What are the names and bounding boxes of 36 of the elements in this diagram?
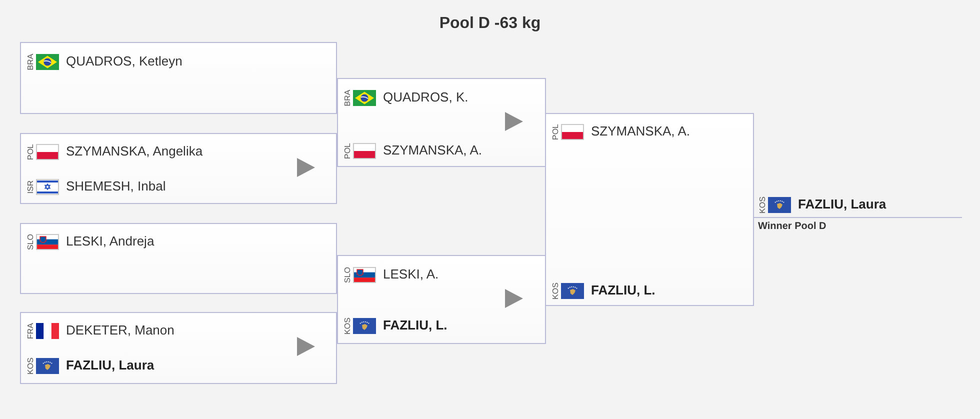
athlete-name: DEKETER, Manon	[66, 324, 174, 338]
match-box	[20, 133, 337, 204]
athlete-name: FAZLIU, Laura	[66, 358, 154, 374]
country-code: BRA	[344, 90, 352, 106]
country-code: POL	[27, 144, 35, 160]
country-code: KOS	[344, 318, 352, 334]
winner-caption: Winner Pool D	[758, 221, 826, 233]
athlete-name: FAZLIU, L.	[383, 318, 448, 334]
country-code: POL	[552, 124, 560, 140]
athlete-name: QUADROS, K.	[383, 90, 468, 106]
athlete-name: SZYMANSKA, A.	[383, 144, 482, 158]
match-box	[545, 113, 754, 306]
match-box	[20, 312, 337, 384]
country-code: ISR	[27, 180, 35, 194]
athlete-name: SZYMANSKA, A.	[591, 124, 690, 140]
athlete-name: QUADROS, Ketleyn	[66, 54, 182, 70]
country-code: POL	[344, 143, 352, 159]
country-code: SLO	[344, 267, 352, 283]
country-code: KOS	[552, 282, 560, 300]
country-code: KOS	[759, 196, 767, 214]
athlete-name: FAZLIU, Laura	[798, 198, 886, 212]
country-code: KOS	[27, 358, 35, 374]
match-box	[20, 42, 337, 114]
match-box	[20, 223, 337, 294]
match-box	[337, 255, 546, 344]
title: Pool D -63 kg	[439, 14, 541, 34]
athlete-name: FAZLIU, L.	[591, 284, 656, 298]
match-box	[337, 78, 546, 167]
athlete-name: LESKI, A.	[383, 268, 439, 282]
country-code: SLO	[27, 234, 35, 250]
athlete-name: LESKI, Andreja	[66, 234, 154, 250]
athlete-name: SZYMANSKA, Angelika	[66, 144, 203, 160]
country-code: BRA	[27, 54, 35, 70]
winner-line	[753, 194, 962, 218]
athlete-name: SHEMESH, Inbal	[66, 180, 166, 194]
country-code: FRA	[27, 323, 35, 339]
